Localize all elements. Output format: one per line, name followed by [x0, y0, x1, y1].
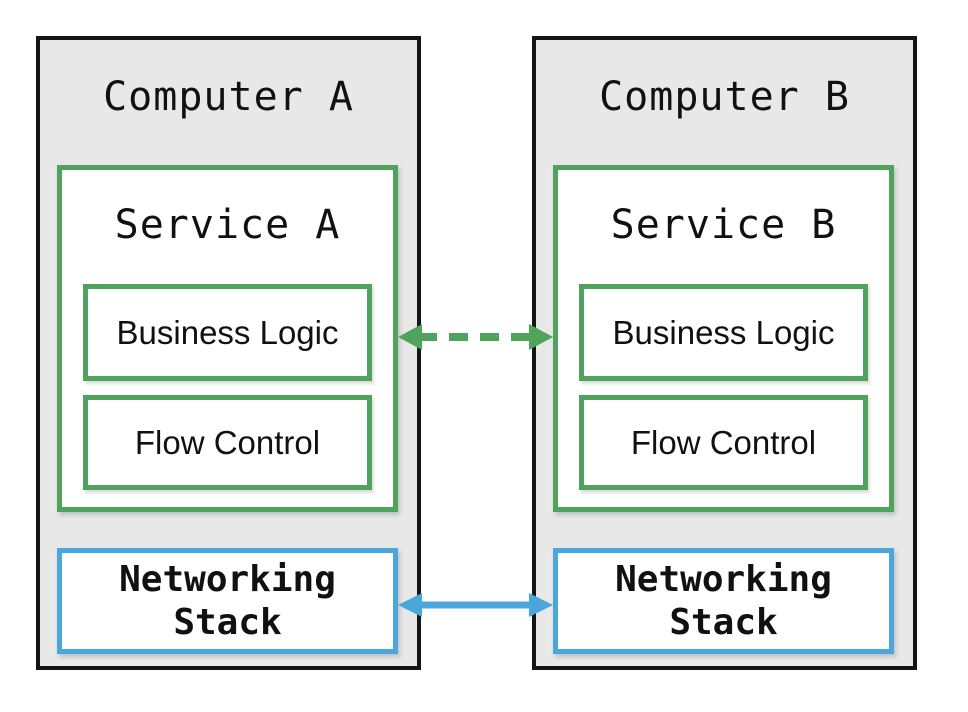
business-logic-box-b: Business Logic: [579, 284, 868, 381]
service-a-title: Service A: [114, 202, 341, 248]
business-logic-box-a: Business Logic: [83, 284, 372, 381]
service-b-title: Service B: [610, 202, 837, 248]
networking-stack-box-b: Networking Stack: [553, 548, 894, 654]
networking-stack-arrow-head-left: [398, 593, 422, 617]
flow-control-box-a: Flow Control: [83, 395, 372, 490]
computer-a-title: Computer A: [103, 74, 354, 120]
business-logic-arrow: [398, 324, 553, 350]
networking-stack-arrow: [398, 593, 553, 617]
flow-control-box-b: Flow Control: [579, 395, 868, 490]
networking-stack-box-a: Networking Stack: [57, 548, 398, 654]
service-b-box: Service B Business Logic Flow Control: [553, 165, 894, 512]
service-a-box: Service A Business Logic Flow Control: [57, 165, 398, 512]
business-logic-arrow-head-right: [529, 324, 553, 350]
business-logic-arrow-head-left: [398, 324, 422, 350]
networking-stack-arrow-head-right: [529, 593, 553, 617]
computer-b-box: Computer B Service B Business Logic Flow…: [532, 36, 917, 670]
computer-a-box: Computer A Service A Business Logic Flow…: [36, 36, 421, 670]
computer-b-title: Computer B: [599, 74, 850, 120]
